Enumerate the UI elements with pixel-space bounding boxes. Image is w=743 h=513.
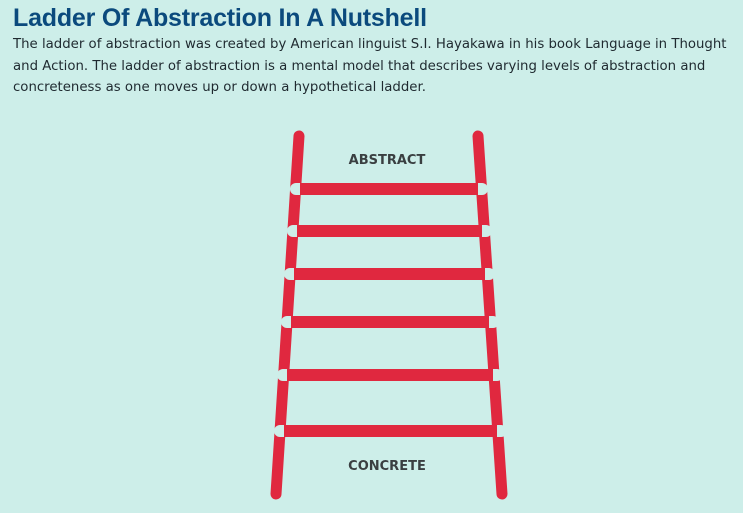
ladder-rung [281, 316, 499, 328]
concrete-label: CONCRETE [348, 459, 426, 474]
ladder-diagram: ABSTRACT CONCRETE [270, 130, 508, 500]
ladder-rung [287, 225, 492, 237]
ladder-rung [277, 369, 503, 381]
ladder-rung [284, 268, 495, 280]
ladder-rung [290, 183, 488, 195]
ladder-rung [274, 425, 507, 437]
intro-paragraph: The ladder of abstraction was created by… [13, 37, 727, 95]
page-title: Ladder Of Abstraction In A Nutshell [13, 4, 427, 32]
abstract-label: ABSTRACT [349, 153, 426, 168]
